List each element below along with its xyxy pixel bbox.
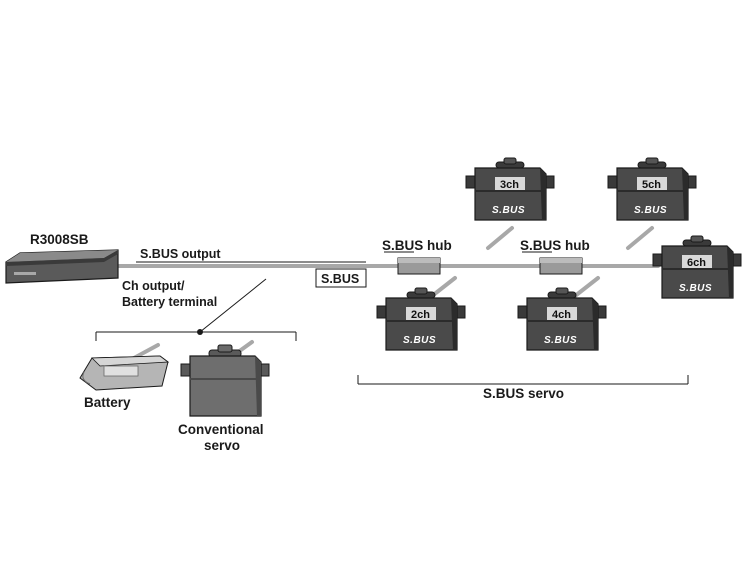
sbus-hub-1-label: S.BUS hub [382, 238, 452, 253]
sbus-wires [116, 226, 660, 360]
servo-3ch-logo: S.BUS [492, 205, 525, 216]
sbus-servo-5ch: 5ch S.BUS [607, 157, 697, 221]
servo-6ch-channel: 6ch [687, 257, 706, 269]
sbus-servo-6ch: 6ch S.BUS [652, 235, 742, 299]
servo-3ch-channel: 3ch [500, 179, 519, 191]
sbus-hub-2-label: S.BUS hub [520, 238, 590, 253]
junction-dot [197, 329, 203, 335]
sbus-servo-label: S.BUS servo [483, 386, 564, 401]
receiver-label: R3008SB [30, 232, 89, 247]
servo-2ch-logo: S.BUS [403, 335, 436, 346]
servo-5ch-logo: S.BUS [634, 205, 667, 216]
ch-output-label-line1: Ch output/ [122, 279, 185, 293]
conventional-servo-label-line1: Conventional [178, 422, 264, 437]
battery-label: Battery [84, 395, 131, 410]
sbus-hub-1 [397, 257, 441, 275]
battery-pack [79, 355, 170, 391]
conventional-servo-label-line2: servo [204, 438, 240, 453]
servo-4ch-channel: 4ch [552, 309, 571, 321]
sbus-servo-3ch: 3ch S.BUS [465, 157, 555, 221]
leader-lines [95, 251, 689, 385]
sbus-servo-2ch: 2ch S.BUS [376, 287, 466, 351]
sbus-tag: S.BUS [321, 272, 359, 286]
servo-5ch-channel: 5ch [642, 179, 661, 191]
sbus-tag-box [315, 268, 367, 288]
receiver-unit [5, 249, 119, 284]
sbus-servo-4ch: 4ch S.BUS [517, 287, 607, 351]
conventional-servo-unit [180, 344, 270, 417]
sbus-output-label: S.BUS output [140, 247, 221, 261]
servo-2ch-channel: 2ch [411, 309, 430, 321]
ch-output-label-line2: Battery terminal [122, 295, 217, 309]
servo-6ch-logo: S.BUS [679, 283, 712, 294]
sbus-hub-2 [539, 257, 583, 275]
servo-4ch-logo: S.BUS [544, 335, 577, 346]
